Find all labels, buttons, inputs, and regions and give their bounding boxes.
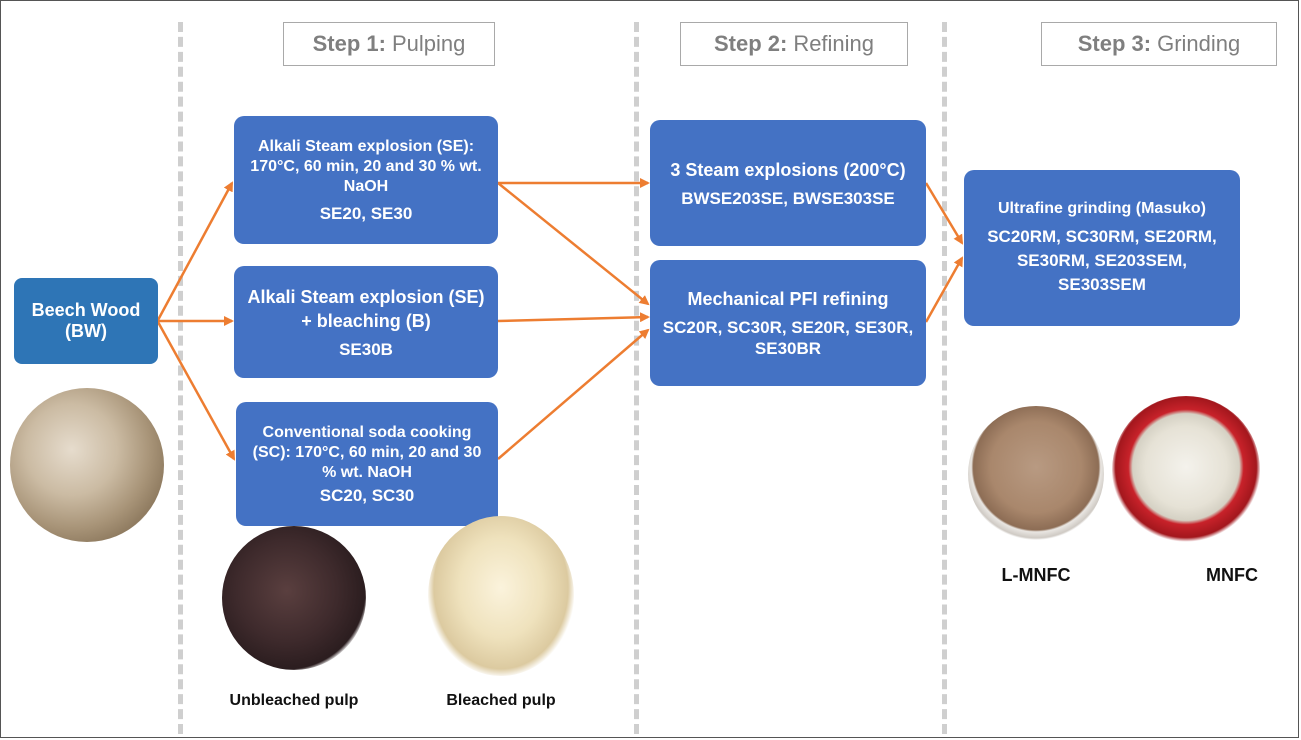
- alkali-se-bleach-description: Alkali Steam explosion (SE) + bleaching …: [247, 286, 485, 331]
- beech-wood-label: Beech Wood: [31, 300, 141, 320]
- steam-explosions-codes: BWSE203SE, BWSE303SE: [681, 188, 895, 208]
- pfi-refining-box: Mechanical PFI refining SC20R, SC30R, SE…: [650, 260, 926, 386]
- step-3-header: Step 3: Grinding: [1041, 22, 1277, 66]
- arrow-bw-to-se: [156, 181, 234, 321]
- step-1-number: Step 1:: [312, 31, 386, 56]
- soda-cooking-codes: SC20, SC30: [319, 485, 415, 505]
- grinding-codes: SC20RM, SC30RM, SE20RM, SE30RM, SE203SEM…: [987, 227, 1217, 294]
- alkali-steam-explosion-bleaching-box: Alkali Steam explosion (SE) + bleaching …: [234, 266, 498, 378]
- unbleached-pulp-caption: Unbleached pulp: [229, 692, 359, 709]
- steam-explosions-box: 3 Steam explosions (200°C) BWSE203SE, BW…: [650, 120, 926, 246]
- soda-cooking-box: Conventional soda cooking (SC): 170°C, 6…: [236, 402, 498, 526]
- arrow-se-bleach-to-pfi: [497, 312, 650, 323]
- arrow-bw-to-soda: [156, 321, 236, 461]
- grinding-description: Ultrafine grinding (Masuko): [998, 200, 1206, 217]
- column-divider: [942, 22, 947, 734]
- step-2-label: Refining: [793, 31, 875, 56]
- l-mnfc-caption: L-MNFC: [1001, 565, 1071, 585]
- step-1-header: Step 1: Pulping: [283, 22, 495, 66]
- arrow-soda-to-pfi: [497, 328, 650, 460]
- pfi-refining-codes: SC20R, SC30R, SE20R, SE30R, SE30BR: [662, 318, 914, 358]
- steam-explosions-description: 3 Steam explosions (200°C): [670, 159, 906, 180]
- column-divider: [178, 22, 183, 734]
- mnfc-caption: MNFC: [1206, 565, 1258, 585]
- alkali-se-bleach-codes: SE30B: [339, 339, 393, 359]
- alkali-se-codes: SE20, SE30: [319, 203, 413, 223]
- unbleached-pulp-image: [222, 526, 366, 670]
- step-1-label: Pulping: [391, 31, 466, 56]
- l-mnfc-image: [968, 406, 1104, 542]
- step-2-number: Step 2:: [713, 31, 788, 56]
- soda-cooking-description: Conventional soda cooking (SC): 170°C, 6…: [252, 423, 482, 481]
- ultrafine-grinding-box: Ultrafine grinding (Masuko) SC20RM, SC30…: [964, 170, 1240, 326]
- arrow-pfi-to-grinding: [924, 256, 964, 323]
- pfi-refining-description: Mechanical PFI refining: [687, 289, 889, 309]
- step-3-label: Grinding: [1157, 31, 1241, 56]
- arrow-se-to-pfi: [497, 182, 650, 306]
- mnfc-image: [1112, 396, 1260, 544]
- bleached-pulp-image: [428, 516, 574, 676]
- step-3-number: Step 3:: [1077, 31, 1152, 56]
- wood-chips-image: [10, 388, 164, 542]
- column-divider: [634, 22, 639, 734]
- beech-wood-box: Beech Wood (BW): [14, 278, 158, 364]
- beech-wood-abbrev: (BW): [65, 321, 107, 341]
- alkali-se-description: Alkali Steam explosion (SE): 170°C, 60 m…: [250, 137, 482, 195]
- alkali-steam-explosion-box: Alkali Steam explosion (SE): 170°C, 60 m…: [234, 116, 498, 244]
- bleached-pulp-caption: Bleached pulp: [446, 692, 556, 709]
- step-2-header: Step 2: Refining: [680, 22, 908, 66]
- arrow-steam-to-grinding: [924, 182, 964, 245]
